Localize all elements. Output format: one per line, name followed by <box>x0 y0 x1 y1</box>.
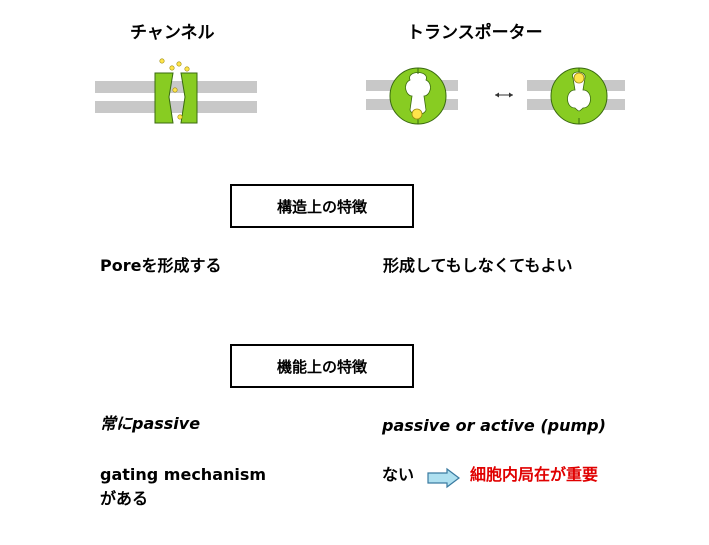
structure-section-label: 構造上の特徴 <box>276 197 367 216</box>
function-section-box: 機能上の特徴 <box>230 344 414 388</box>
channel-structure-text: Poreを形成する <box>100 256 222 275</box>
transporter-none-text: ない <box>382 465 415 484</box>
transporter-state-outward <box>366 67 458 125</box>
transporter-state-inward <box>527 67 625 125</box>
channel-gating-line1: gating mechanism <box>100 465 267 484</box>
channel-header: チャンネル <box>130 23 215 43</box>
structure-section-box: 構造上の特徴 <box>230 184 414 228</box>
channel-passive-text: 常にpassive <box>100 414 201 433</box>
channel-illustration <box>95 58 257 124</box>
right-arrow-icon <box>427 467 460 489</box>
transporter-structure-text: 形成してもしなくてもよい <box>383 256 573 275</box>
transporter-localization-text: 細胞内局在が重要 <box>470 465 599 484</box>
interconversion-arrow <box>495 92 513 98</box>
channel-gating-line2: がある <box>100 489 149 508</box>
function-section-label: 機能上の特徴 <box>276 357 367 376</box>
transporter-header: トランスポーター <box>407 23 543 43</box>
transporter-mode-text: passive or active (pump) <box>382 416 606 435</box>
